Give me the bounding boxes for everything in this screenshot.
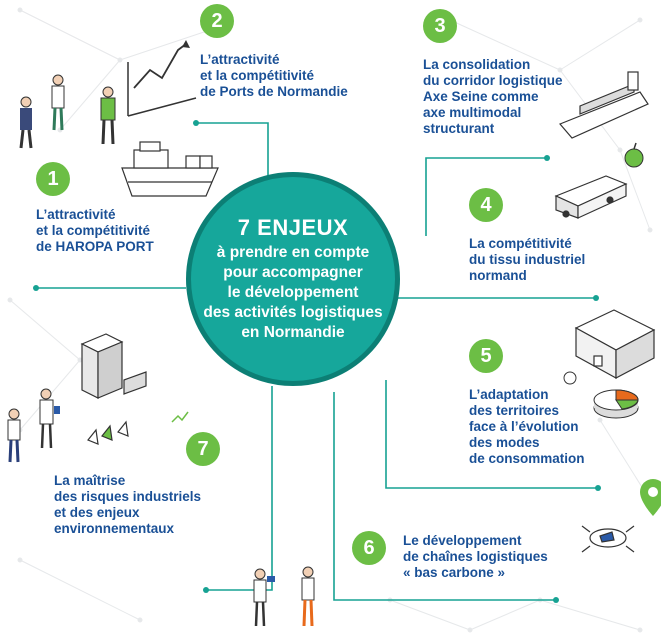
item-3-line: axe multimodal xyxy=(423,105,522,120)
item-6-line: Le développement xyxy=(403,533,522,548)
center-circle: 7 ENJEUX à prendre en compte pour accomp… xyxy=(186,172,400,386)
center-line: pour accompagner xyxy=(223,264,363,281)
item-6-label: Le développement de chaînes logistiques … xyxy=(403,533,548,581)
connector-5 xyxy=(385,380,598,489)
item-5-badge: 5 xyxy=(469,339,503,373)
item-1-line: L’attractivité xyxy=(36,207,116,222)
item-5-line: de consommation xyxy=(469,451,585,466)
item-5-line: des modes xyxy=(469,435,540,450)
center-line: le développement xyxy=(227,284,359,301)
center-title: 7 ENJEUX xyxy=(237,215,349,240)
item-4-badge: 4 xyxy=(469,188,503,222)
item-7-line: et des enjeux xyxy=(54,505,140,520)
map-pin-icon xyxy=(563,371,577,385)
item-4-label: La compétitivité du tissu industriel nor… xyxy=(469,236,585,284)
map-pin-icon xyxy=(640,479,661,516)
item-3-badge: 3 xyxy=(423,9,457,43)
item-3-label: La consolidation du corridor logistique … xyxy=(423,57,563,137)
item-2-label: L’attractivité et la compétitivité de Po… xyxy=(200,52,348,100)
item-4-line: normand xyxy=(469,268,527,283)
item-5-line: des territoires xyxy=(469,403,560,418)
item-7-line: environnementaux xyxy=(54,521,175,536)
item-7-line: La maîtrise xyxy=(54,473,126,488)
center-line: en Normandie xyxy=(241,324,345,341)
item-6-badge: 6 xyxy=(352,531,386,565)
item-7-label: La maîtrise des risques industriels et d… xyxy=(54,473,201,537)
item-7-line: des risques industriels xyxy=(54,489,202,504)
item-3-line: Axe Seine comme xyxy=(423,89,539,104)
item-3-line: structurant xyxy=(423,121,495,136)
item-7-badge: 7 xyxy=(186,432,220,466)
pie-chart-icon xyxy=(593,389,639,419)
item-5-label: L’adaptation des territoires face à l’év… xyxy=(469,387,585,467)
drone-icon xyxy=(581,525,635,553)
connector-2 xyxy=(196,122,269,178)
workers-icon xyxy=(253,566,315,627)
item-3-line: La consolidation xyxy=(423,57,531,72)
people-chart-icon xyxy=(19,40,197,149)
truck-icon xyxy=(554,175,628,219)
item-2-line: L’attractivité xyxy=(200,52,280,67)
item-2-badge: 2 xyxy=(200,4,234,38)
item-1-label: L’attractivité et la compétitivité de HA… xyxy=(36,207,154,255)
connector-7 xyxy=(206,386,273,591)
apple-icon xyxy=(624,142,644,168)
center-line: des activités logistiques xyxy=(203,304,383,321)
item-2-line: et la compétitivité xyxy=(200,68,315,83)
item-1-line: de HAROPA PORT xyxy=(36,239,154,254)
item-3-line: du corridor logistique xyxy=(423,73,563,88)
connector-6 xyxy=(333,392,556,601)
factory-icon xyxy=(80,333,189,445)
center-line: à prendre en compte xyxy=(216,244,370,261)
item-6-line: « bas carbone » xyxy=(403,565,506,580)
item-4-line: du tissu industriel xyxy=(469,252,586,267)
ship-icon xyxy=(121,141,219,197)
item-5-line: face à l’évolution xyxy=(469,419,579,434)
warehouse-icon xyxy=(574,309,656,380)
item-5-line: L’adaptation xyxy=(469,387,549,402)
item-4-line: La compétitivité xyxy=(469,236,572,251)
item-1-badge: 1 xyxy=(36,162,70,196)
cargo-ship-icon xyxy=(558,71,649,139)
item-6-line: de chaînes logistiques xyxy=(403,549,548,564)
item-1-line: et la compétitivité xyxy=(36,223,151,238)
item-2-line: de Ports de Normandie xyxy=(200,84,348,99)
connector-3 xyxy=(425,157,547,236)
workers-icon xyxy=(7,388,60,463)
